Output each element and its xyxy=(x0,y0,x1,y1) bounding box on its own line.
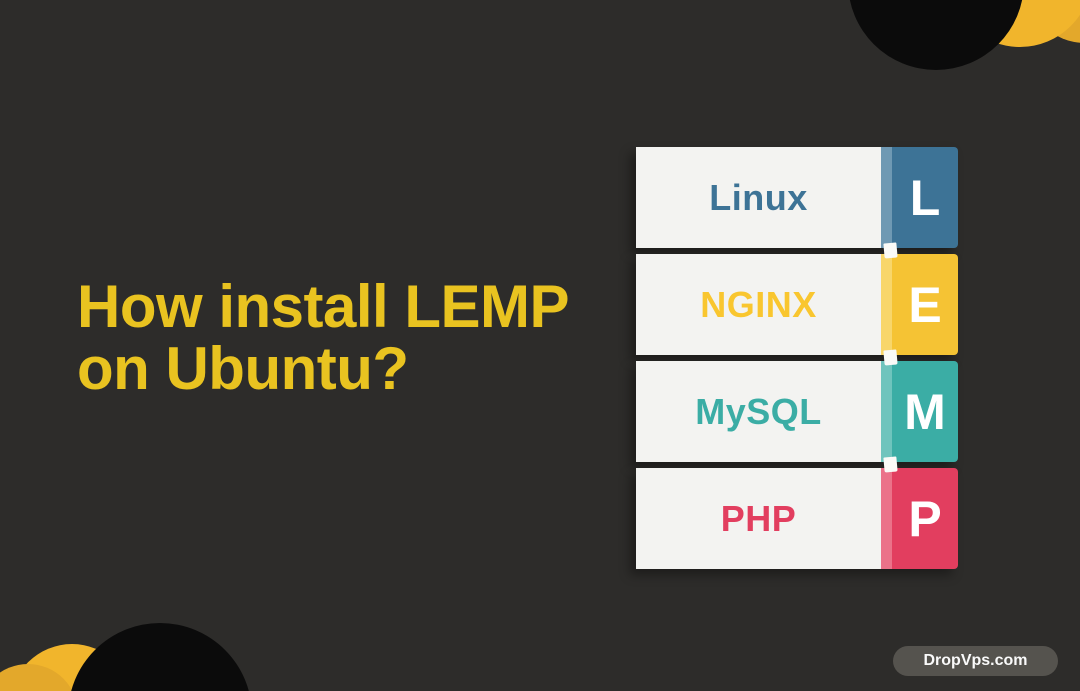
stack-row-linux: Linux L xyxy=(636,147,958,259)
badge-letter-square: E xyxy=(892,254,958,355)
stack-badge: M xyxy=(881,361,958,473)
title-line-1: How install LEMP xyxy=(77,273,570,340)
decor-black-circle-bottom-left xyxy=(68,623,252,691)
badge-page-tab xyxy=(883,242,898,259)
badge-spine xyxy=(881,147,892,248)
stack-card-label: PHP xyxy=(720,497,797,539)
lemp-stack: Linux L NGINX E xyxy=(636,147,958,569)
badge-letter: L xyxy=(909,169,941,226)
stack-row-nginx: NGINX E xyxy=(636,254,958,366)
stack-card-label: Linux xyxy=(709,176,808,218)
badge-spine xyxy=(881,468,892,569)
badge-letter-square: P xyxy=(892,468,958,569)
stack-badge: P xyxy=(881,468,958,569)
badge-letter: E xyxy=(908,276,942,333)
badge-spine xyxy=(881,254,892,355)
decor-black-circle-top-right xyxy=(848,0,1024,70)
stack-row-mysql: MySQL M xyxy=(636,361,958,473)
badge-letter-square: M xyxy=(892,361,958,462)
title-line-2: on Ubuntu? xyxy=(77,335,409,402)
badge-page-tab xyxy=(883,349,898,366)
site-badge[interactable]: DropVps.com xyxy=(893,646,1058,676)
stack-card-label: MySQL xyxy=(695,390,822,432)
stack-card: MySQL xyxy=(636,361,881,462)
stack-card: PHP xyxy=(636,468,881,569)
page-title: How install LEMP on Ubuntu? xyxy=(77,273,570,402)
badge-letter-square: L xyxy=(892,147,958,248)
badge-spine xyxy=(881,361,892,462)
stack-card-label: NGINX xyxy=(700,283,817,325)
site-badge-label: DropVps.com xyxy=(923,652,1028,669)
badge-letter: P xyxy=(908,490,942,547)
stack-card: NGINX xyxy=(636,254,881,355)
stack-badge: E xyxy=(881,254,958,366)
stack-card: Linux xyxy=(636,147,881,248)
badge-letter: M xyxy=(904,383,946,440)
stack-row-php: PHP P xyxy=(636,468,958,569)
stack-badge: L xyxy=(881,147,958,259)
badge-page-tab xyxy=(883,456,898,473)
